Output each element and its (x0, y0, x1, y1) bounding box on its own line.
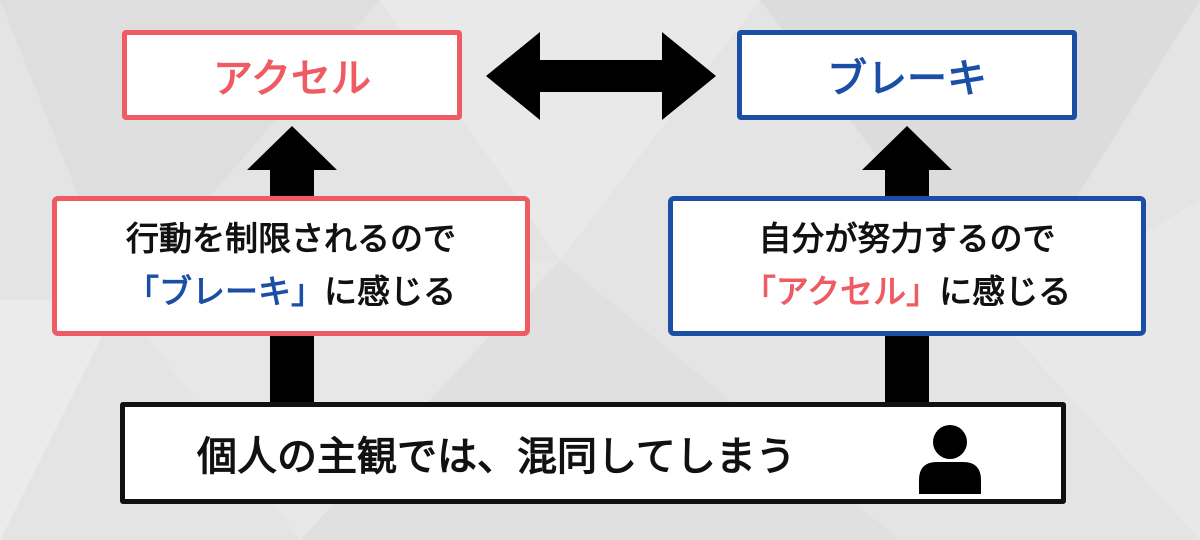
left-keyword-brake: ブレーキ (159, 272, 291, 311)
left-explanation-line2: 「ブレーキ」に感じる (126, 266, 456, 319)
right-explanation-line2: 「アクセル」に感じる (743, 266, 1071, 319)
person-icon (919, 425, 981, 494)
subjective-box: 個人の主観では、混同してしまう (120, 402, 1066, 504)
subjective-text: 個人の主観では、混同してしまう (197, 434, 796, 480)
left-explanation-rest: に感じる (324, 272, 456, 311)
right-explanation-line1: 自分が努力するので (758, 219, 1056, 259)
accel-box: アクセル (122, 30, 462, 120)
left-quote-close: 」 (291, 272, 324, 311)
brake-box: ブレーキ (737, 30, 1077, 120)
right-explanation-rest: に感じる (939, 272, 1072, 311)
right-keyword-accel: アクセル (775, 272, 907, 311)
right-quote-open: 「 (742, 272, 776, 311)
left-explanation-box: 行動を制限されるので 「ブレーキ」に感じる (52, 196, 530, 336)
accel-label: アクセル (213, 56, 371, 102)
right-explanation-box: 自分が努力するので 「アクセル」に感じる (668, 196, 1146, 336)
left-quote-open: 「 (126, 272, 159, 311)
left-explanation-line1: 行動を制限されるので (126, 219, 456, 259)
brake-label: ブレーキ (827, 56, 987, 102)
right-quote-close: 」 (906, 272, 940, 311)
